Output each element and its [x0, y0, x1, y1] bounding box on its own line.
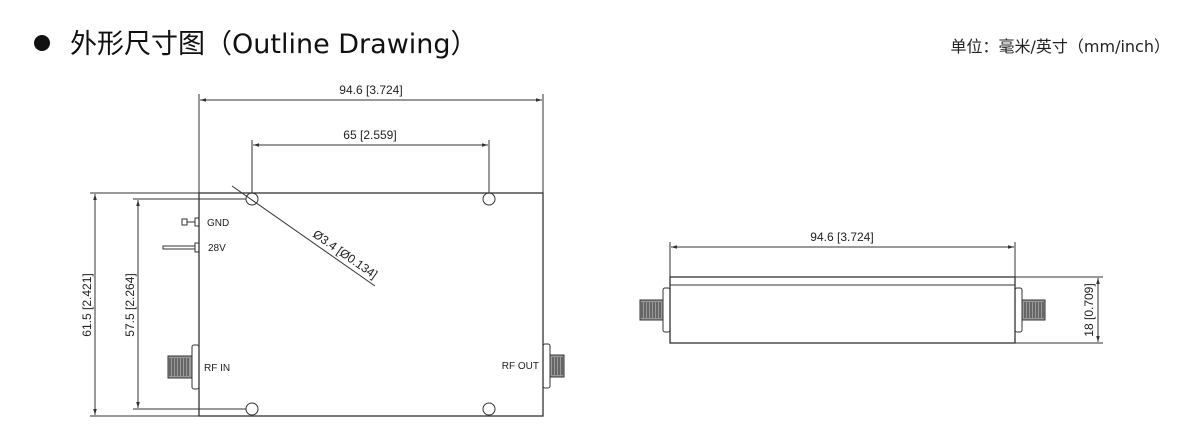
mounting-hole [482, 402, 496, 416]
bullet-icon [34, 34, 50, 51]
rf-in-connector [167, 344, 200, 390]
side-view-body [669, 276, 1016, 344]
gnd-pin [181, 217, 200, 227]
width-dim-label: 94.6 [3.724] [339, 83, 402, 97]
top-view: 94.6 [3.724] 65 [2.559] Ø3.4 [Ø0.134] 61… [80, 83, 565, 417]
side-view: 94.6 [3.724] 18 [0.709] [639, 230, 1103, 344]
units-label: 单位：毫米/英寸（mm/inch） [950, 37, 1170, 56]
section-title: 外形尺寸图（Outline Drawing） [34, 22, 478, 61]
rf-in-label: RF IN [204, 363, 230, 374]
side-height-label: 18 [0.709] [1082, 283, 1096, 336]
hole-vertical-label: 57.5 [2.264] [123, 273, 137, 336]
rf-out-label: RF OUT [502, 361, 539, 372]
top-view-body [198, 192, 544, 417]
power-pin [162, 242, 200, 253]
28v-label: 28V [208, 243, 226, 254]
side-right-connector [1014, 287, 1046, 333]
hole-spacing-label: 65 [2.559] [343, 128, 396, 142]
title-text: 外形尺寸图（Outline Drawing） [70, 29, 478, 60]
gnd-label: GND [207, 218, 229, 229]
diameter-leader [231, 185, 376, 287]
rf-out-connector [542, 343, 565, 389]
height-dim-label: 61.5 [2.421] [80, 273, 94, 336]
side-width-label: 94.6 [3.724] [810, 230, 873, 244]
side-left-connector [639, 287, 671, 333]
